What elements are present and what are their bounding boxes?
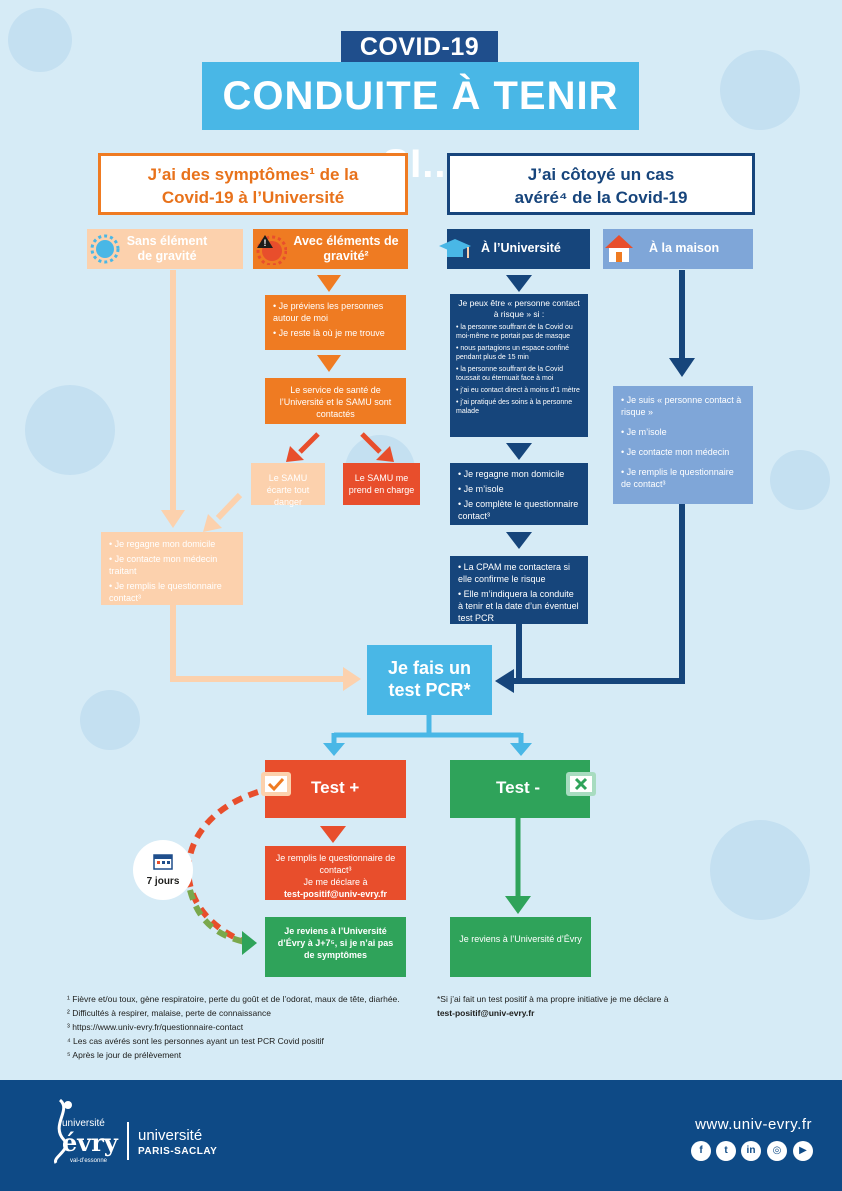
footnote: ⁵ Après le jour de prélèvement bbox=[67, 1050, 182, 1060]
checkmark-icon bbox=[261, 772, 291, 796]
home-contact-box: Je suis « personne contact à risque » Je… bbox=[613, 386, 753, 504]
asterisk-note-text: *Si j’ai fait un test positif à ma propr… bbox=[437, 994, 669, 1004]
twitter-icon[interactable]: t bbox=[716, 1141, 736, 1161]
risk-item: nous partagions un espace confiné pendan… bbox=[456, 344, 582, 362]
house-icon bbox=[605, 235, 633, 262]
test-negative-box: Test - bbox=[450, 760, 596, 818]
univ-evry-logo-mark bbox=[54, 1098, 72, 1164]
contact-title-line1: J’ai côtoyé un cas bbox=[527, 165, 675, 184]
saclay-logo-top[interactable]: université bbox=[138, 1127, 203, 1144]
footnotes: ¹ Fièvre et/ou toux, gène respiratoire, … bbox=[67, 992, 402, 1062]
symptoms-title-line2: Covid-19 à l’Université bbox=[161, 188, 345, 207]
home-contact-item: Je suis « personne contact à risque » bbox=[621, 394, 745, 418]
footnote: ³ https://www.univ-evry.fr/questionnaire… bbox=[67, 1022, 244, 1032]
test-positive-box: Test + bbox=[261, 760, 406, 818]
positive-email: test-positif@univ-evry.fr bbox=[283, 889, 388, 899]
footnote: ⁴ Les cas avérés sont les personnes ayan… bbox=[67, 1036, 324, 1046]
evry-logo-sub: val-d’essonne bbox=[70, 1158, 108, 1164]
home-contact-item: Je m’isole bbox=[621, 426, 745, 438]
risk-item: la personne souffrant de la Covid toussa… bbox=[456, 365, 582, 383]
positive-return-box: Je reviens à l’Université d’Évry à J+7⁵,… bbox=[265, 917, 406, 977]
test-positive-label: Test + bbox=[311, 778, 360, 797]
footer bbox=[0, 1080, 842, 1191]
evry-logo-name[interactable]: évry bbox=[62, 1128, 118, 1157]
return-item: Je complète le questionnaire contact³ bbox=[458, 498, 580, 522]
samu-dismiss-box: Le SAMU écarte tout danger bbox=[251, 463, 325, 507]
return-item: Je m’isole bbox=[458, 483, 580, 495]
services-contacted-box: Le service de santé de l’Université et l… bbox=[265, 378, 406, 424]
facebook-icon[interactable]: f bbox=[691, 1141, 711, 1161]
university-return-box: Je regagne mon domicile Je m’isole Je co… bbox=[450, 463, 588, 525]
graduation-cap-icon bbox=[439, 239, 471, 258]
linkedin-icon[interactable]: in bbox=[741, 1141, 761, 1161]
at-home-box: À la maison bbox=[603, 229, 753, 269]
symptoms-header: J’ai des symptômes¹ de la Covid-19 à l’U… bbox=[98, 153, 408, 215]
at-home-label: À la maison bbox=[649, 241, 720, 255]
at-university-box: À l’Université bbox=[439, 229, 590, 269]
contact-case-header: J’ai côtoyé un cas avéré⁴ de la Covid-19 bbox=[447, 153, 755, 215]
youtube-icon[interactable]: ▶ bbox=[793, 1141, 813, 1161]
asterisk-note: *Si j’ai fait un test positif à ma propr… bbox=[437, 992, 737, 1020]
positive-line1: Je remplis le questionnaire de contact³ bbox=[275, 853, 396, 875]
pcr-line1: Je fais un bbox=[387, 658, 472, 678]
footnote: ² Difficultés à respirer, malaise, perte… bbox=[67, 1008, 271, 1018]
test-negative-label: Test - bbox=[496, 778, 541, 797]
at-university-label: À l’Université bbox=[481, 241, 561, 255]
home-contact-item: Je contacte mon médecin bbox=[621, 446, 745, 458]
svg-text:!: ! bbox=[264, 238, 267, 248]
warn-item: Je préviens les personnes autour de moi bbox=[273, 300, 398, 324]
risk-conditions-box: Je peux être « personne contact à risque… bbox=[450, 294, 588, 437]
cpam-item: Elle m’indiquera la conduite à tenir et … bbox=[458, 588, 580, 624]
instagram-icon[interactable]: ◎ bbox=[767, 1141, 787, 1161]
with-gravity-box: ! Avec éléments de gravité² bbox=[253, 229, 408, 269]
samu-care-box: Le SAMU me prend en charge bbox=[343, 463, 420, 505]
cpam-box: La CPAM me contactera si elle confirme l… bbox=[450, 556, 588, 624]
saclay-logo-name[interactable]: PARIS-SACLAY bbox=[138, 1146, 218, 1157]
covid-tag: COVID-19 bbox=[341, 31, 498, 64]
calendar-icon bbox=[153, 854, 173, 870]
home-item: Je remplis le questionnaire contact³ bbox=[109, 580, 235, 604]
cross-icon bbox=[566, 772, 596, 796]
return-item: Je regagne mon domicile bbox=[458, 468, 580, 480]
risk-item: la personne souffrant de la Covid ou moi… bbox=[456, 323, 582, 341]
seven-days-label: 7 jours bbox=[146, 876, 180, 887]
symptoms-title-line1: J’ai des symptômes¹ de la bbox=[147, 165, 359, 184]
risk-intro: Je peux être « personne contact à risque… bbox=[458, 298, 580, 319]
pcr-test-box: Je fais un test PCR* bbox=[367, 645, 492, 715]
left-home-box: Je regagne mon domicile Je contacte mon … bbox=[101, 532, 243, 605]
warn-people-box: Je préviens les personnes autour de moi … bbox=[265, 295, 406, 350]
risk-item: j’ai pratiqué des soins à la personne ma… bbox=[456, 398, 582, 416]
home-contact-item: Je remplis le questionnaire de contact³ bbox=[621, 466, 745, 490]
asterisk-email: test-positif@univ-evry.fr bbox=[437, 1008, 535, 1018]
home-item: Je regagne mon domicile bbox=[109, 538, 235, 550]
logo-divider bbox=[127, 1122, 129, 1160]
warn-item: Je reste là où je me trouve bbox=[273, 327, 398, 339]
website-link[interactable]: www.univ-evry.fr bbox=[695, 1116, 812, 1133]
virus-warning-icon: ! bbox=[256, 235, 287, 265]
virus-icon bbox=[90, 234, 120, 264]
cpam-item: La CPAM me contactera si elle confirme l… bbox=[458, 561, 580, 585]
without-gravity-box: Sans élément de gravité bbox=[87, 229, 243, 269]
evry-logo-top[interactable]: université bbox=[62, 1118, 105, 1129]
seven-days-badge: 7 jours bbox=[133, 840, 193, 900]
negative-return-box: Je reviens à l’Université d’Évry bbox=[450, 917, 591, 977]
with-gravity-label: Avec éléments de gravité² bbox=[293, 234, 399, 263]
risk-item: j’ai eu contact direct à moins d’1 mètre bbox=[456, 386, 582, 395]
positive-instructions-box: Je remplis le questionnaire de contact³ … bbox=[265, 846, 406, 900]
contact-title-line2: avéré⁴ de la Covid-19 bbox=[514, 188, 688, 207]
positive-line2: Je me déclare à bbox=[303, 877, 368, 887]
without-gravity-label: Sans élément de gravité bbox=[126, 234, 208, 263]
footnote: ¹ Fièvre et/ou toux, gène respiratoire, … bbox=[67, 994, 400, 1004]
home-item: Je contacte mon médecin traitant bbox=[109, 553, 235, 577]
pcr-line2: test PCR* bbox=[388, 680, 471, 700]
